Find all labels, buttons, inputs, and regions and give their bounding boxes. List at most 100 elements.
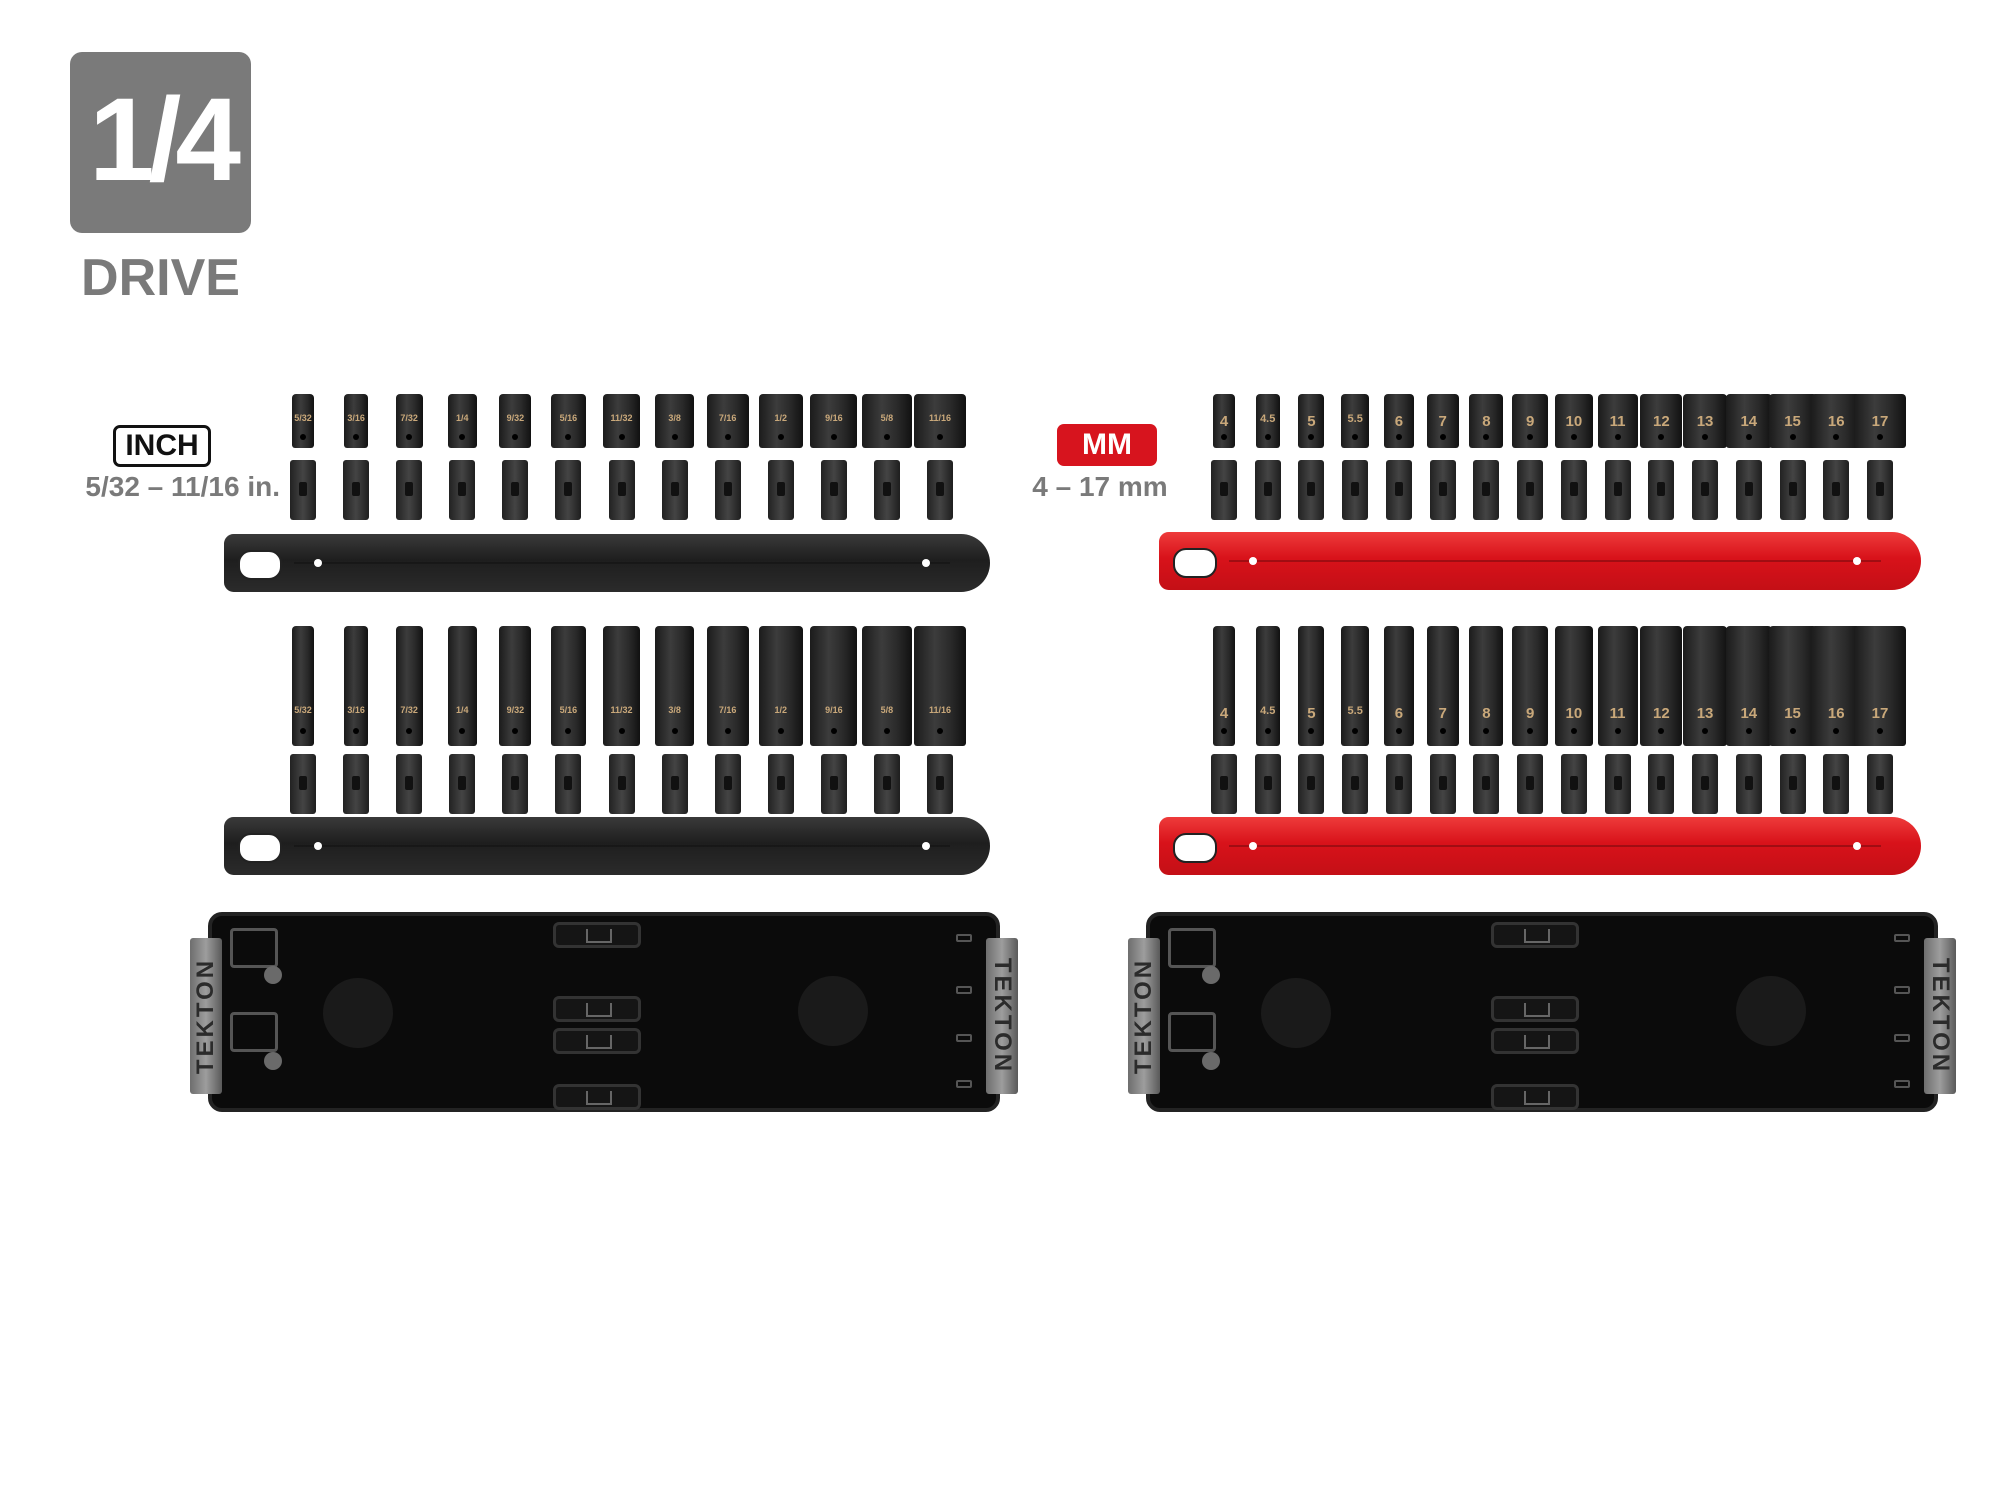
mm_set-rail-clip-a-1 (1254, 460, 1281, 520)
inch-storage-tray-side-notch-2 (956, 1034, 972, 1042)
inch_set-socket-short-12: 11/16 (914, 394, 966, 448)
socket-size-label: 14 (1740, 413, 1758, 430)
socket-marking-dot (1395, 434, 1402, 440)
inch_set-socket-short-5: 5/16 (551, 394, 586, 448)
socket-size-label: 1/2 (774, 413, 787, 423)
socket-marking-dot (406, 728, 413, 734)
socket-marking-dot (777, 728, 784, 734)
socket-size-label: 7/32 (400, 413, 418, 423)
mm_set-rail-clip-a-3 (1342, 460, 1369, 520)
mm_set-socket-short-10: 12 (1640, 394, 1683, 448)
inch-rail-upper-hole-right (922, 559, 930, 567)
socket-marking-dot (1527, 728, 1534, 734)
inch-range: 5/32 – 11/16 in. (85, 471, 280, 502)
socket-size-label: 17 (1871, 705, 1889, 722)
socket-marking-dot (618, 728, 625, 734)
socket-marking-dot (406, 434, 413, 440)
mm_set-socket-short-9: 11 (1597, 394, 1638, 448)
inch_set-rail-clip-b-5 (555, 754, 582, 814)
mm_set-rail-clip-b-10 (1648, 754, 1675, 814)
mm-storage-tray-side-notch-2 (1894, 1034, 1910, 1042)
socket-size-label: 12 (1652, 413, 1670, 430)
socket-size-label: 16 (1827, 413, 1845, 430)
mm_set-rail-clip-b-9 (1604, 754, 1631, 814)
inch_set-rail-clip-b-7 (661, 754, 688, 814)
socket-marking-dot (671, 728, 678, 734)
socket-marking-dot (1221, 434, 1227, 440)
inch_set-socket-short-1: 3/16 (343, 394, 369, 448)
socket-marking-dot (671, 434, 678, 440)
inch-storage-tray-hook-bottom (230, 1012, 278, 1052)
inch-storage-tray-center-clip-4 (552, 1084, 641, 1110)
inch_set-rail-clip-a-11 (873, 460, 900, 520)
socket-size-label: 10 (1565, 705, 1583, 722)
socket-size-label: 11/16 (928, 705, 952, 715)
socket-size-label: 13 (1696, 413, 1714, 430)
socket-size-label: 5 (1307, 413, 1316, 430)
inch_set-rail-clip-b-2 (396, 754, 423, 814)
tray-brand-label: TEKTON (1130, 957, 1157, 1075)
mm_set-socket-deep-8: 10 (1554, 626, 1593, 746)
inch_set-socket-short-2: 7/32 (395, 394, 423, 448)
mm_set-rail-clip-b-0 (1211, 754, 1237, 814)
socket-size-label: 1/2 (774, 705, 787, 715)
mm-storage-tray-hook-top (1168, 928, 1216, 968)
socket-size-label: 5/16 (559, 413, 578, 423)
mm_set-rail-clip-a-5 (1429, 460, 1456, 520)
socket-marking-dot (883, 728, 890, 734)
inch-tag: INCH (113, 425, 211, 467)
socket-marking-dot (565, 434, 572, 440)
socket-marking-dot (1439, 728, 1446, 734)
tray-brand-label: TEKTON (192, 957, 219, 1075)
mm_set-rail-clip-a-6 (1473, 460, 1500, 520)
inch-storage-tray-side-notch-0 (956, 934, 972, 942)
inch_set-rail-clip-b-9 (767, 754, 794, 814)
inch-storage-tray-side-notch-1 (956, 986, 972, 994)
mm_set-rail-clip-a-4 (1385, 460, 1412, 520)
mm-storage-tray-endcap-left: TEKTON (1128, 938, 1160, 1094)
socket-marking-dot (353, 434, 360, 440)
socket-marking-dot (1352, 434, 1359, 440)
inch_set-socket-deep-4: 9/32 (499, 626, 532, 746)
socket-size-label: 4.5 (1260, 413, 1276, 425)
socket-marking-dot (1745, 728, 1752, 734)
socket-size-label: 3/16 (347, 413, 365, 423)
mm-rail-lower-keyhole-slot (1173, 833, 1217, 863)
socket-marking-dot (512, 728, 519, 734)
socket-size-label: 7/16 (718, 413, 737, 423)
socket-size-label: 9/16 (825, 705, 843, 715)
inch_set-socket-short-9: 1/2 (758, 394, 803, 448)
socket-size-label: 9/32 (506, 413, 525, 423)
mm_set-socket-deep-6: 8 (1469, 626, 1504, 746)
socket-marking-dot (1702, 728, 1709, 734)
socket-marking-dot (1308, 728, 1315, 734)
socket-size-label: 4 (1219, 705, 1229, 722)
inch-storage-tray-logo-emboss (322, 978, 393, 1048)
mm_set-socket-short-4: 6 (1383, 394, 1414, 448)
inch_set-rail-clip-b-6 (608, 754, 635, 814)
socket-marking-dot (1877, 728, 1883, 734)
socket-size-label: 3/8 (668, 705, 681, 715)
inch_set-socket-short-3: 1/4 (447, 394, 477, 448)
mm-rail-upper-groove (1229, 560, 1881, 562)
mm_set-socket-deep-5: 7 (1426, 626, 1459, 746)
mm_set-socket-deep-2: 5 (1298, 626, 1325, 746)
socket-size-label: 3/8 (668, 413, 681, 423)
socket-size-label: 14 (1740, 705, 1758, 722)
socket-marking-dot (883, 434, 890, 440)
inch-rail-lower-keyhole-slot (238, 833, 282, 863)
mm-storage-tray-screw-boss (1736, 976, 1807, 1046)
mm_set-rail-clip-a-12 (1735, 460, 1762, 520)
mm_set-socket-deep-0: 4 (1213, 626, 1235, 746)
socket-size-label: 5/16 (559, 705, 578, 715)
socket-size-label: 5 (1307, 705, 1316, 722)
inch-rail-lower-hole-left (314, 842, 322, 850)
inch_set-socket-deep-10: 9/16 (810, 626, 858, 746)
inch_set-rail-clip-a-4 (502, 460, 529, 520)
mm_set-socket-short-0: 4 (1213, 394, 1235, 448)
inch-rail-upper-keyhole-slot (238, 550, 282, 580)
mm-rail-lower-hole-left (1249, 842, 1257, 850)
mm_set-rail-clip-a-13 (1779, 460, 1806, 520)
mm_set-rail-clip-a-0 (1211, 460, 1237, 520)
mm-storage-tray-knob-top (1202, 966, 1220, 984)
